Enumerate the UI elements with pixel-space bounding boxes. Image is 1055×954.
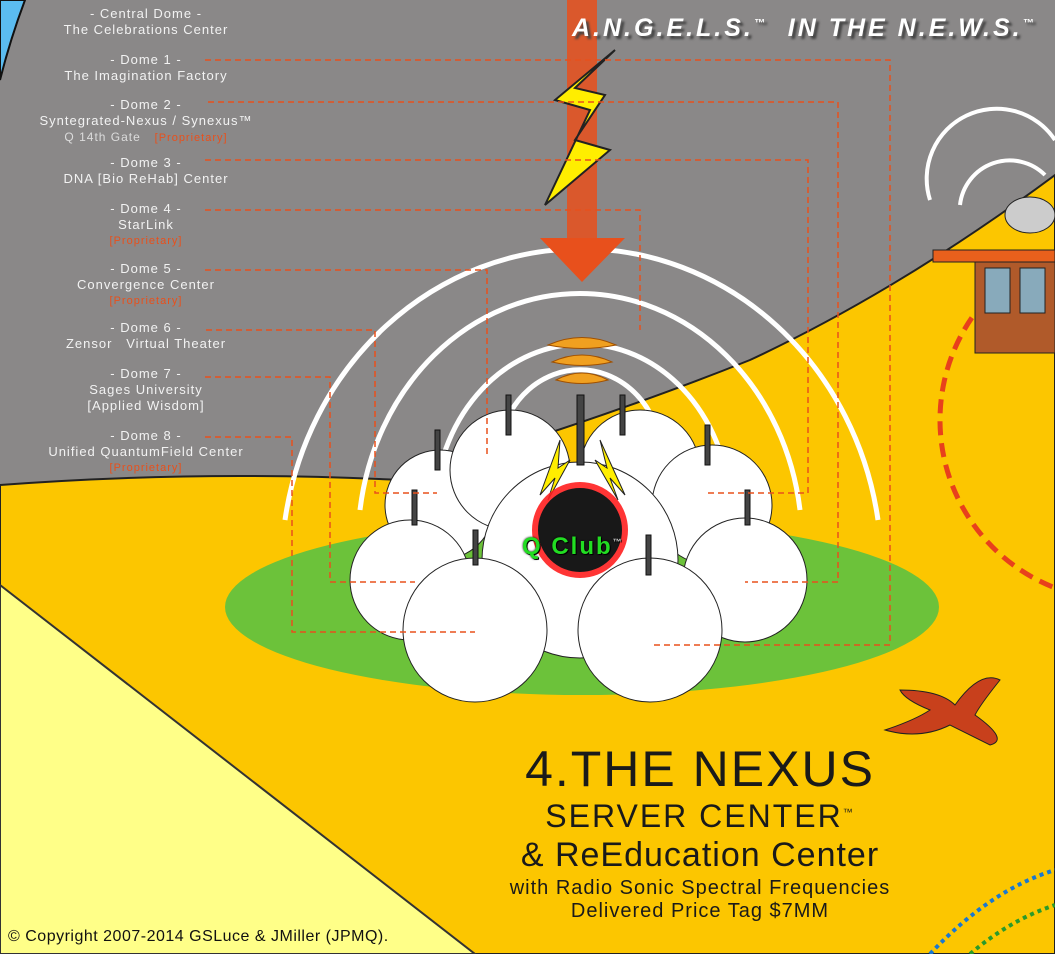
label-dome-3: - Dome 3 -DNA [Bio ReHab] Center bbox=[0, 155, 296, 187]
starfish-icon bbox=[883, 677, 1001, 746]
label-heading: - Dome 3 - bbox=[110, 155, 182, 170]
title-line-1: 4.THE NEXUS bbox=[525, 741, 875, 797]
copyright-text: © Copyright 2007-2014 GSLuce & JMiller (… bbox=[8, 928, 389, 945]
angels-news-header: A.N.G.E.L.S.™ IN THE N.E.W.S.™ bbox=[572, 14, 1037, 43]
label-heading: - Dome 4 - bbox=[110, 201, 182, 216]
label-heading: - Central Dome - bbox=[89, 6, 203, 21]
lightning-bolt-icon bbox=[544, 49, 616, 206]
label-dome-6: - Dome 6 -Zensor Virtual Theater bbox=[0, 320, 296, 352]
trademark: ™ bbox=[842, 807, 855, 819]
arcs-above bbox=[546, 337, 618, 384]
title-line-2: SERVER CENTER bbox=[545, 798, 843, 834]
label-heading: - Dome 2 - bbox=[110, 97, 182, 112]
label-dome-1: - Dome 1 -The Imagination Factory bbox=[0, 52, 296, 84]
label-dome-2: - Dome 2 -Syntegrated-Nexus / Synexus™ Q … bbox=[0, 97, 296, 146]
trademark: ™ bbox=[1022, 17, 1037, 30]
title-line-5: Delivered Price Tag $7MM bbox=[570, 900, 830, 922]
label-dome-7: - Dome 7 -Sages University[Applied Wisdo… bbox=[0, 366, 296, 414]
label-heading: - Dome 5 - bbox=[110, 261, 182, 276]
radio-station bbox=[924, 106, 1055, 354]
connector-lines bbox=[205, 59, 891, 646]
header-title-2: IN THE N.E.W.S. bbox=[787, 14, 1023, 42]
label-heading: - Dome 6 - bbox=[110, 320, 182, 335]
label-heading: - Dome 7 - bbox=[110, 366, 182, 381]
q-club-logo: Q Club™ bbox=[522, 533, 624, 561]
rose-logo bbox=[532, 482, 628, 578]
main-title: 4.THE NEXUS SERVER CENTER™ & ReEducation… bbox=[470, 744, 930, 921]
proprietary-tag: [Proprietary] bbox=[109, 235, 183, 247]
label-name: The Imagination Factory bbox=[64, 68, 228, 83]
label-name: DNA [Bio ReHab] Center bbox=[63, 171, 229, 186]
label-extra: [Applied Wisdom] bbox=[87, 398, 205, 413]
label-name: The Celebrations Center bbox=[63, 22, 229, 37]
label-name: Sages University bbox=[89, 382, 203, 397]
spires bbox=[411, 394, 751, 576]
proprietary-tag: [Proprietary] bbox=[154, 132, 228, 144]
q-club-text: Q Club bbox=[522, 533, 613, 560]
header-title: A.N.G.E.L.S. bbox=[572, 14, 754, 42]
label-dome-8: - Dome 8 -Unified QuantumField Center [Pr… bbox=[0, 428, 296, 476]
trademark: ™ bbox=[753, 17, 768, 30]
light-ground bbox=[0, 583, 477, 954]
blue-water bbox=[0, 0, 27, 81]
proprietary-tag: [Proprietary] bbox=[109, 295, 183, 307]
label-dome-5: - Dome 5 -Convergence Center [Proprietary… bbox=[0, 261, 296, 309]
label-name: Convergence Center bbox=[77, 277, 215, 292]
label-heading: - Dome 1 - bbox=[110, 52, 182, 67]
label-name: Syntegrated-Nexus / Synexus™ bbox=[39, 113, 253, 128]
label-extra: Q 14th Gate bbox=[64, 130, 141, 144]
label-name: Unified QuantumField Center bbox=[48, 444, 244, 459]
label-heading: - Dome 8 - bbox=[110, 428, 182, 443]
dotted-path bbox=[928, 868, 1055, 954]
label-name: Zensor Virtual Theater bbox=[65, 336, 227, 351]
dotted-path-green bbox=[968, 903, 1055, 954]
beam-arrow-icon bbox=[540, 238, 625, 282]
label-central-dome: - Central Dome -The Celebrations Center bbox=[0, 6, 296, 38]
title-line-3: & ReEducation Center bbox=[520, 836, 880, 874]
label-dome-4: - Dome 4 -StarLink [Proprietary] bbox=[0, 201, 296, 249]
label-name: StarLink bbox=[118, 217, 174, 232]
title-line-4: with Radio Sonic Spectral Frequencies bbox=[509, 877, 891, 899]
proprietary-tag: [Proprietary] bbox=[109, 462, 183, 474]
trademark: ™ bbox=[612, 537, 624, 547]
beam bbox=[567, 0, 597, 240]
